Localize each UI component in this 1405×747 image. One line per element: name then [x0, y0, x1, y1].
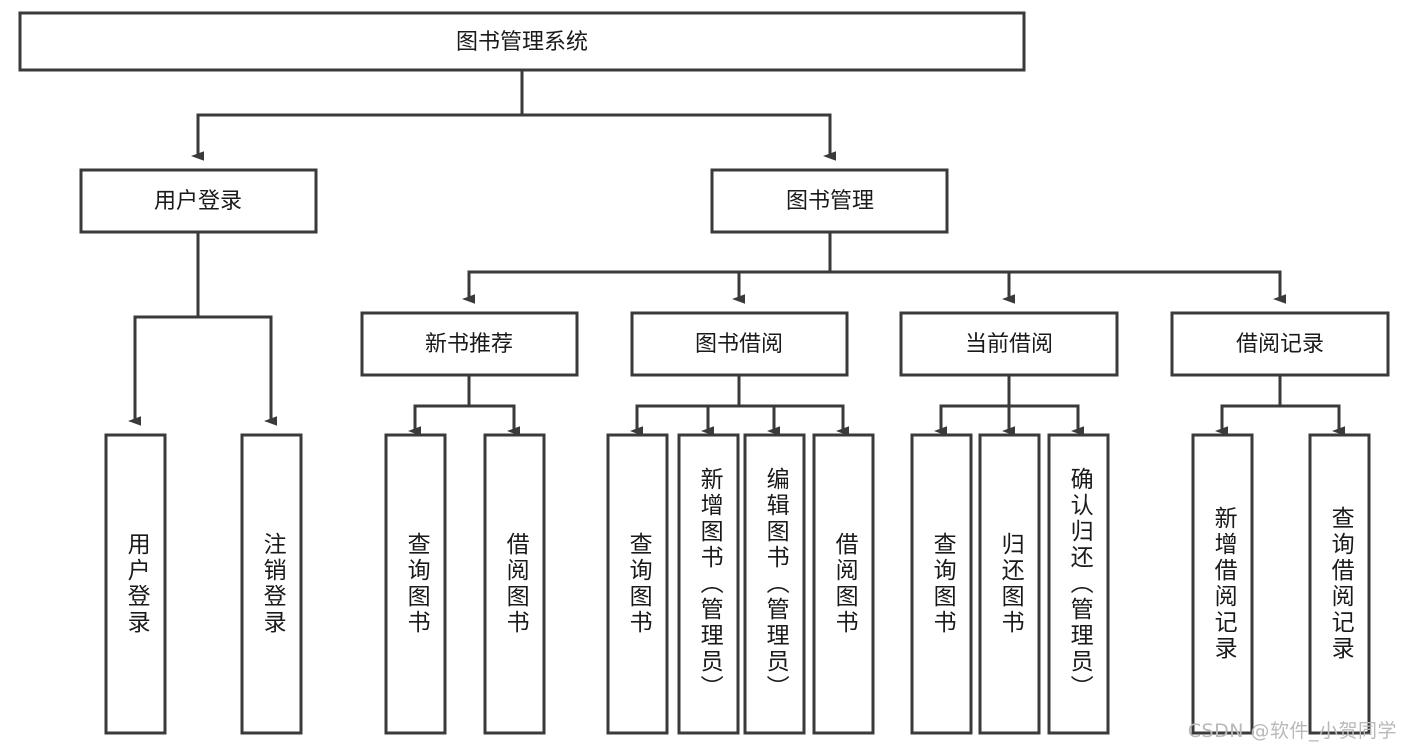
leaf-box-add-book[interactable] — [677, 433, 740, 735]
node-borrow-record-label: 借阅记录 — [1236, 332, 1324, 357]
node-new-book-recommend-box[interactable] — [360, 311, 579, 377]
leaf-box-borrow-book-2[interactable] — [812, 433, 875, 735]
node-book-borrow-label: 图书借阅 — [695, 332, 783, 357]
node-book-management-label: 图书管理 — [786, 189, 874, 214]
connector-group-root — [191, 68, 836, 161]
leaf-box-return-book[interactable] — [978, 433, 1041, 735]
connector-group-current-borrow — [934, 373, 1084, 436]
node-current-borrow-box[interactable] — [899, 311, 1119, 377]
connector-group-user-login — [128, 230, 277, 426]
connector-group-book-borrow — [630, 373, 849, 436]
node-current-borrow[interactable]: 当前借阅 — [899, 311, 1119, 377]
csdn-watermark: CSDN @软件_小贺同学 — [1187, 720, 1397, 742]
node-user-login-label: 用户登录 — [154, 189, 242, 214]
connector-group-book-management — [462, 230, 1286, 304]
node-borrow-record[interactable]: 借阅记录 — [1170, 311, 1390, 377]
node-root-label: 图书管理系统 — [456, 30, 588, 55]
leaf-box-borrow-book-1[interactable] — [483, 433, 546, 735]
leaf-box-edit-book[interactable] — [743, 433, 806, 735]
leaf-box-user-logout[interactable] — [240, 433, 303, 735]
node-user-login-box[interactable] — [79, 168, 318, 234]
leaf-box-add-record[interactable] — [1191, 433, 1254, 735]
connector-group-borrow-record — [1215, 373, 1345, 436]
node-new-book-recommend-label: 新书推荐 — [425, 332, 513, 357]
node-book-management[interactable]: 图书管理 — [710, 168, 949, 234]
connector-group-new-book-recommend — [408, 373, 520, 436]
node-borrow-record-box[interactable] — [1170, 311, 1390, 377]
leaf-box-query-book-3[interactable] — [910, 433, 973, 735]
node-book-borrow-box[interactable] — [630, 311, 849, 377]
leaf-box-user-login[interactable] — [104, 433, 167, 735]
node-root[interactable]: 图书管理系统 — [18, 11, 1026, 72]
leaf-box-query-book-2[interactable] — [606, 433, 669, 735]
node-current-borrow-label: 当前借阅 — [965, 332, 1053, 357]
node-book-management-box[interactable] — [710, 168, 949, 234]
leaf-box-query-book-1[interactable] — [384, 433, 447, 735]
node-user-login[interactable]: 用户登录 — [79, 168, 318, 234]
node-root-box[interactable] — [18, 11, 1026, 72]
leaf-box-confirm-return[interactable] — [1047, 433, 1110, 735]
leaf-box-query-record[interactable] — [1308, 433, 1371, 735]
node-new-book-recommend[interactable]: 新书推荐 — [360, 311, 579, 377]
node-book-borrow[interactable]: 图书借阅 — [630, 311, 849, 377]
